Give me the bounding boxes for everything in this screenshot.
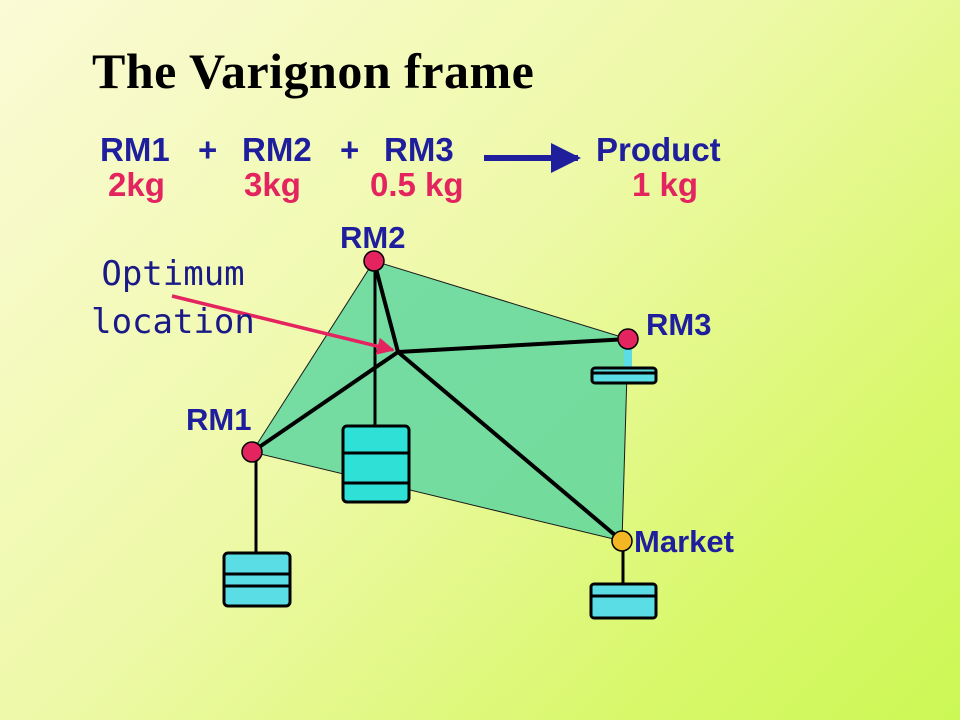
callout-line-2: location: [91, 302, 255, 342]
weight-stack-rm1: [222, 551, 292, 608]
callout-line-1: Optimum: [101, 254, 245, 294]
callout-arrow: [171, 294, 395, 355]
weight-product: 1 kg: [632, 166, 699, 203]
label-market: Market: [634, 524, 734, 559]
weight-stack-market: [589, 582, 658, 620]
optimum-location-callout: Optimum location: [78, 250, 268, 346]
equation-rm2: RM2: [242, 131, 312, 168]
equation-product: Product: [596, 131, 721, 168]
equation-plus-1: +: [198, 131, 218, 168]
equation-rm3: RM3: [384, 131, 454, 168]
label-rm1: RM1: [186, 402, 252, 437]
weight-stack-rm2: [341, 424, 411, 504]
page-title: The Varignon frame: [92, 43, 535, 99]
weight-rm2: 3kg: [244, 166, 301, 203]
equation-rm1: RM1: [100, 131, 170, 168]
node-market: [611, 530, 633, 552]
string-rm3: [397, 337, 629, 354]
label-rm2: RM2: [340, 220, 406, 255]
weight-stack-rm3: [590, 366, 658, 385]
string-market: [396, 350, 624, 543]
label-rm3: RM3: [646, 307, 712, 342]
weight-rm3: 0.5 kg: [370, 166, 464, 203]
node-rm2: [363, 250, 385, 272]
node-rm3: [617, 328, 639, 350]
string-rm2: [372, 260, 400, 353]
equation-plus-2: +: [340, 131, 360, 168]
node-rm1: [241, 441, 263, 463]
weight-rm1: 2kg: [108, 166, 165, 203]
